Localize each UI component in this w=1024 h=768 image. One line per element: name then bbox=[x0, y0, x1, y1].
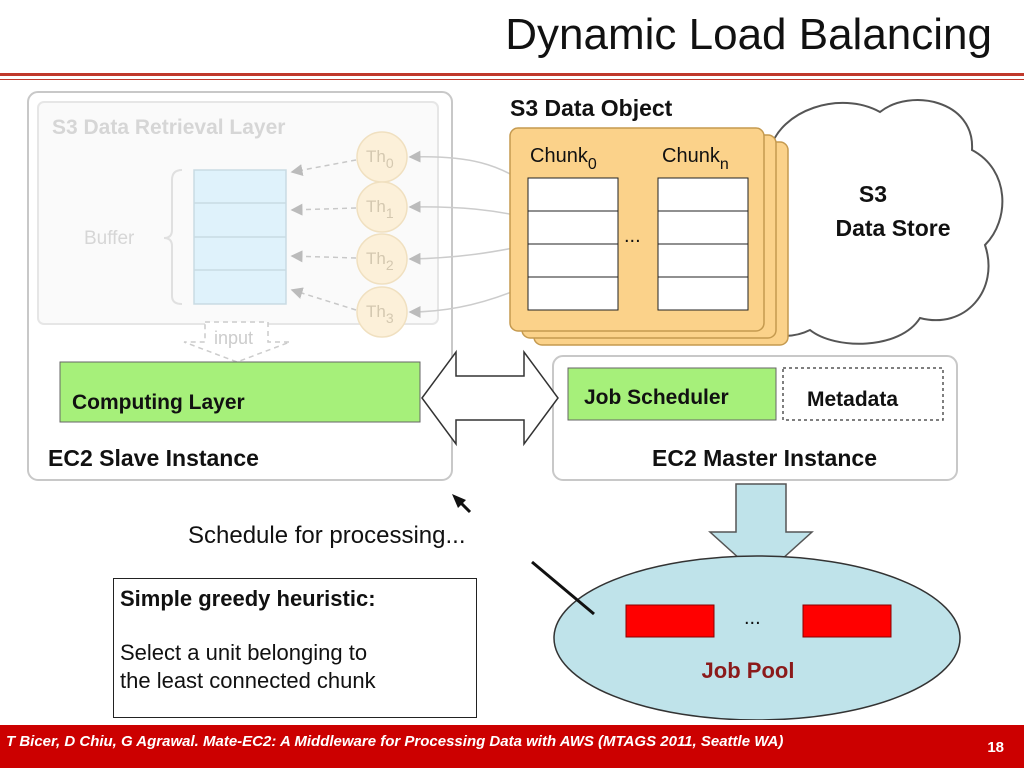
thread-0: Th0 bbox=[356, 131, 408, 183]
thread-1: Th1 bbox=[356, 181, 408, 233]
thread-2: Th2 bbox=[356, 233, 408, 285]
schedule-pointer-head bbox=[452, 494, 466, 508]
title-rule bbox=[0, 73, 1024, 76]
thread-buffer-arrows bbox=[290, 159, 357, 311]
job-pool-label: Job Pool bbox=[702, 658, 795, 683]
slave-master-arrow bbox=[421, 349, 559, 447]
schedule-pointer-lower bbox=[531, 560, 595, 616]
buffer-brace bbox=[163, 169, 183, 305]
job-pool-ellipsis: ... bbox=[744, 607, 761, 629]
chunk-ellipsis: ... bbox=[624, 225, 641, 247]
chunk-n-units bbox=[657, 177, 749, 311]
chunk-0-units bbox=[527, 177, 619, 311]
chunk-0-label: Chunk0 bbox=[530, 145, 597, 173]
svg-text:Th3: Th3 bbox=[366, 302, 394, 326]
metadata-box bbox=[782, 367, 944, 421]
computing-layer-label: Computing Layer bbox=[72, 391, 245, 414]
schedule-caption: Schedule for processing... bbox=[188, 522, 466, 549]
input-arrow bbox=[183, 321, 291, 363]
heuristic-box: Simple greedy heuristic: Select a unit b… bbox=[113, 578, 477, 718]
computing-layer-box bbox=[59, 361, 421, 423]
footer-bar: T Bicer, D Chiu, G Agrawal. Mate-EC2: A … bbox=[0, 725, 1024, 768]
heuristic-line1: Select a unit belonging to bbox=[120, 640, 368, 665]
slave-instance-label: EC2 Slave Instance bbox=[48, 445, 259, 471]
s3-store-line1: S3 bbox=[859, 181, 887, 207]
chunk-n-label: Chunkn bbox=[662, 145, 729, 173]
heuristic-line2: the least connected chunk bbox=[120, 668, 376, 693]
job-unit bbox=[625, 604, 715, 638]
job-pool bbox=[553, 555, 961, 720]
buffer-label: Buffer bbox=[84, 228, 135, 249]
master-pool-arrow bbox=[708, 483, 814, 580]
svg-text:Th0: Th0 bbox=[366, 147, 394, 171]
s3-data-object-label: S3 Data Object bbox=[510, 95, 673, 121]
job-scheduler-label: Job Scheduler bbox=[584, 386, 729, 409]
svg-text:Th2: Th2 bbox=[366, 249, 394, 273]
job-scheduler-box bbox=[567, 367, 777, 421]
heuristic-heading: Simple greedy heuristic: bbox=[120, 586, 376, 611]
job-unit bbox=[802, 604, 892, 638]
title-rule-thin bbox=[0, 79, 1024, 80]
thread-3: Th3 bbox=[356, 286, 408, 338]
s3-store-line2: Data Store bbox=[835, 215, 950, 241]
footer-citation: T Bicer, D Chiu, G Agrawal. Mate-EC2: A … bbox=[6, 733, 784, 750]
metadata-label: Metadata bbox=[807, 388, 898, 411]
input-label: input bbox=[214, 328, 253, 348]
slide-title: Dynamic Load Balancing bbox=[505, 10, 992, 59]
svg-text:Th1: Th1 bbox=[366, 197, 394, 221]
page-number: 18 bbox=[987, 739, 1004, 756]
buffer bbox=[193, 169, 287, 305]
retrieval-layer-label: S3 Data Retrieval Layer bbox=[52, 116, 285, 139]
architecture-diagram: S3 Data Retrieval Layer Buffer Th0 Th1 T… bbox=[27, 91, 1004, 720]
master-instance-label: EC2 Master Instance bbox=[652, 445, 877, 471]
